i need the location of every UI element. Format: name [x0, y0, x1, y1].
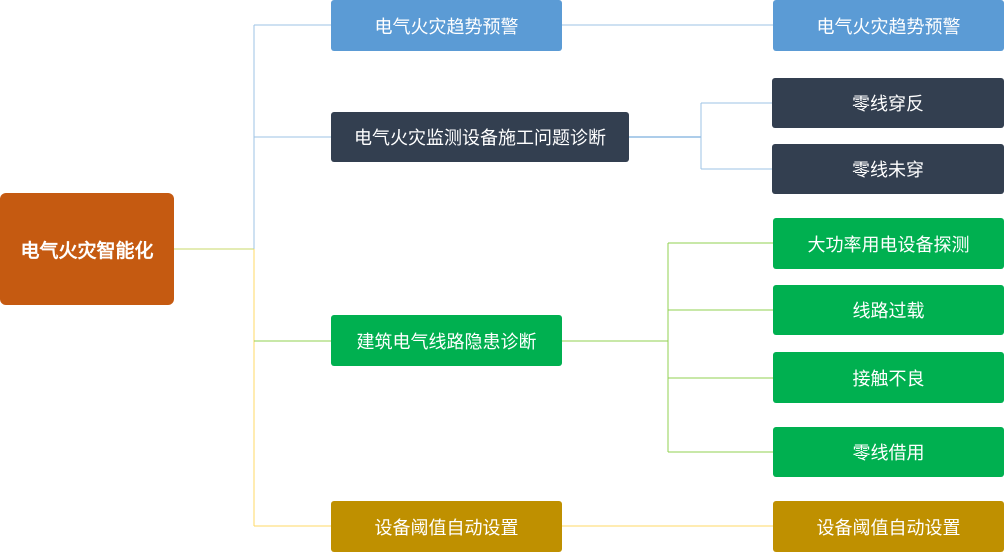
branch-node-trend-warning: 电气火灾趋势预警	[331, 0, 562, 51]
leaf-node-label: 设备阈值自动设置	[816, 517, 961, 539]
root-node: 电气火灾智能化	[0, 193, 174, 305]
leaf-node-poor-contact: 接触不良	[773, 352, 1004, 403]
leaf-node-trend-warning: 电气火灾趋势预警	[773, 0, 1004, 51]
leaf-node-label: 零线穿反	[852, 94, 924, 115]
branch-node-construction-diagnosis: 电气火灾监测设备施工问题诊断	[331, 112, 629, 162]
branch-node-label: 电气火灾趋势预警	[374, 16, 519, 38]
leaf-node-label: 接触不良	[852, 368, 925, 390]
branch-node-threshold-setting: 设备阈值自动设置	[331, 501, 562, 552]
leaf-node-label: 大功率用电设备探测	[807, 234, 970, 256]
leaf-node-label: 零线未穿	[852, 160, 924, 181]
leaf-node-line-overload: 线路过载	[773, 285, 1004, 335]
leaf-node-high-power-detection: 大功率用电设备探测	[773, 218, 1004, 269]
branch-node-wiring-hazard-diagnosis: 建筑电气线路隐患诊断	[331, 315, 562, 366]
leaf-node-label: 零线借用	[852, 443, 925, 464]
leaf-node-label: 线路过载	[852, 301, 925, 322]
branch-node-label: 设备阈值自动设置	[374, 517, 519, 539]
leaf-node-neutral-borrowing: 零线借用	[773, 427, 1004, 477]
leaf-node-label: 电气火灾趋势预警	[816, 16, 961, 38]
leaf-node-threshold-setting: 设备阈值自动设置	[773, 501, 1004, 552]
branch-node-label: 建筑电气线路隐患诊断	[356, 331, 537, 353]
root-node-label: 电气火灾智能化	[20, 239, 154, 262]
branch-node-label: 电气火灾监测设备施工问题诊断	[354, 128, 606, 149]
leaf-node-neutral-not-threaded: 零线未穿	[772, 144, 1004, 194]
leaf-node-neutral-reversed: 零线穿反	[772, 78, 1004, 128]
